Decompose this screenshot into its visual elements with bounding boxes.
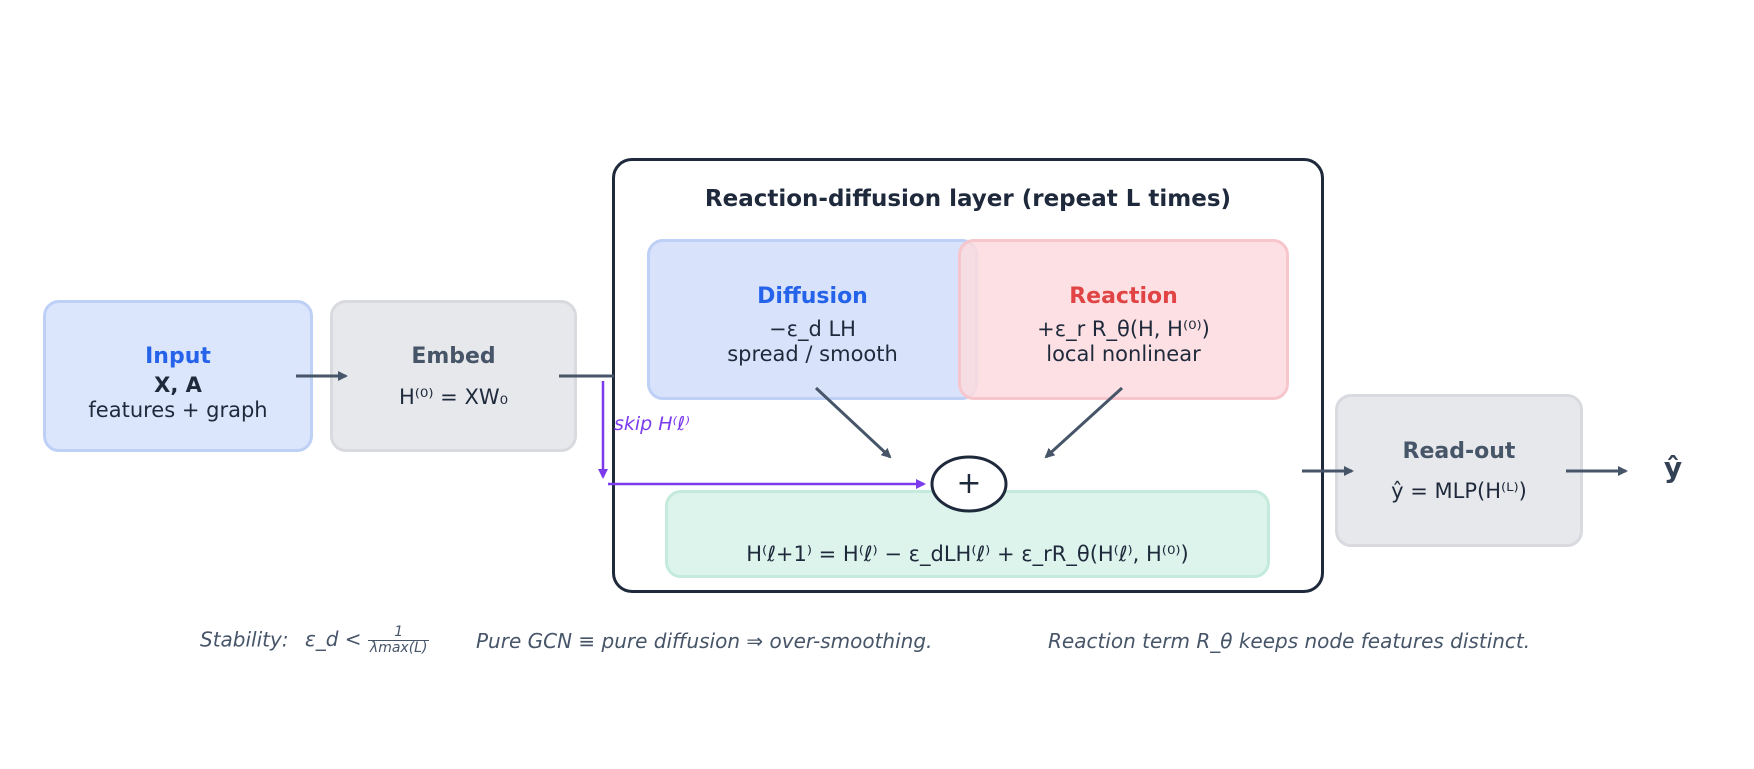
stability-fraction: 1 λmax(L) [367,624,430,657]
reaction-title: Reaction [1069,284,1178,309]
arrow-diffusion-to-sum [814,386,892,459]
input-symbols: X, A [154,373,202,397]
stability-numerator: 1 [367,624,430,642]
embed-formula: H⁽⁰⁾ = XW₀ [398,385,509,409]
reaction-formula: +ε_r R_θ(H, H⁽⁰⁾) [1037,317,1210,341]
diffusion-box [647,239,978,400]
output-label: ŷ [1663,451,1683,484]
stability-denominator: λmax(L) [369,640,428,657]
input-description: features + graph [88,398,268,422]
stability-lhs: ε_d < [304,627,362,652]
update-equation: H⁽ℓ+1⁾ = H⁽ℓ⁾ − ε_dLH⁽ℓ⁾ + ε_rR_θ(H⁽ℓ⁾, … [746,542,1189,566]
skip-label: skip H⁽ℓ⁾ [614,413,690,435]
sum-node [930,455,1008,513]
input-box [43,300,313,452]
readout-title: Read-out [1402,439,1516,464]
sum-symbol: + [956,466,982,501]
reaction-description: local nonlinear [1046,342,1201,366]
diffusion-description: spread / smooth [727,342,898,366]
readout-formula: ŷ = MLP(H⁽ᴸ⁾) [1391,479,1527,503]
input-title: Input [145,344,211,369]
reaction-term-note: Reaction term R_θ keeps node features di… [1048,629,1531,653]
embed-title: Embed [411,344,496,369]
layer-title: Reaction-diffusion layer (repeat L times… [704,186,1232,212]
reaction-box [958,239,1289,400]
arrow-reaction-to-sum [1044,386,1124,459]
diffusion-title: Diffusion [757,284,868,309]
stability-prefix: Stability: [200,627,289,652]
stability-note: Stability: ε_d < 1 λmax(L) [200,624,430,657]
diffusion-formula: −ε_d LH [769,317,856,341]
readout-box [1335,394,1583,547]
over-smoothing-note: Pure GCN ≡ pure diffusion ⇒ over-smoothi… [476,629,933,653]
